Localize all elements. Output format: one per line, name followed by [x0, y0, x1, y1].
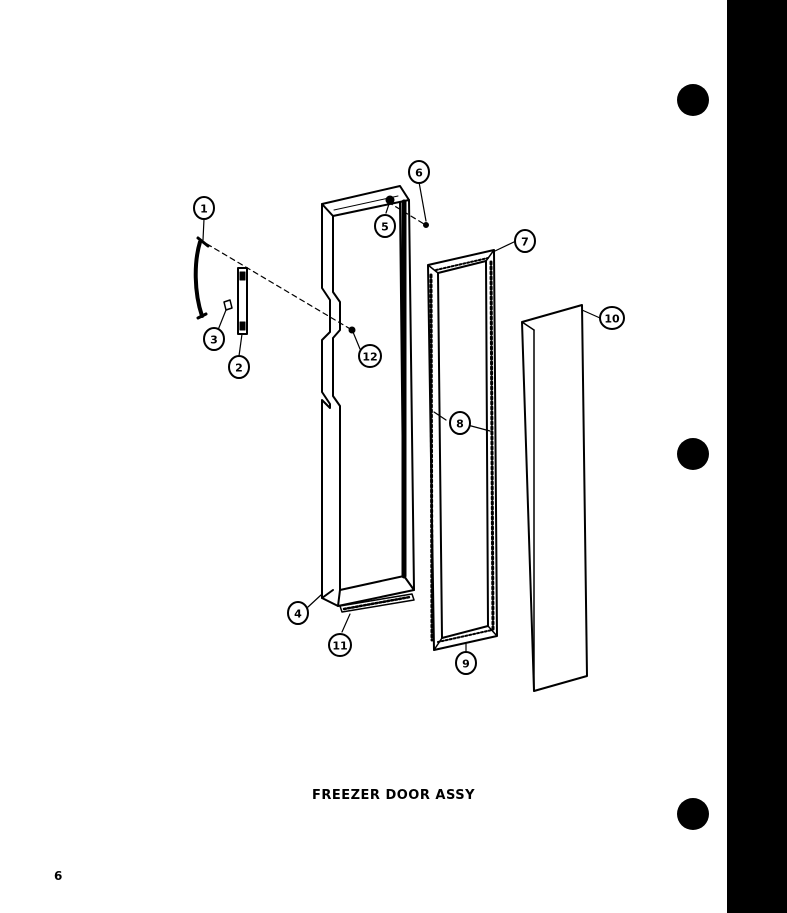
callout-9: 9 — [462, 658, 470, 671]
door-panel-part — [521, 304, 588, 692]
callout-12: 12 — [362, 351, 377, 364]
callout-5: 5 — [381, 221, 389, 234]
callout-1: 1 — [200, 203, 208, 216]
binding-edge — [727, 0, 787, 913]
callout-2: 2 — [235, 362, 243, 375]
callout-circles — [193, 160, 625, 675]
callout-11: 11 — [332, 640, 347, 653]
alignment-lines — [206, 201, 425, 331]
screw-part-12 — [348, 326, 356, 334]
callout-10: 10 — [604, 313, 620, 326]
handle-bracket-part — [237, 267, 248, 335]
door-frame-part — [321, 185, 415, 607]
door-gasket-part — [427, 249, 498, 651]
trim-strip-part — [339, 593, 415, 613]
callout-8: 8 — [456, 418, 464, 431]
callout-7: 7 — [521, 236, 529, 249]
page-number: 6 — [54, 869, 63, 883]
punch-hole-bottom — [677, 798, 709, 830]
figure-caption: FREEZER DOOR ASSY — [311, 788, 476, 803]
door-handle-part — [193, 236, 210, 320]
callout-4: 4 — [294, 608, 302, 621]
callout-3: 3 — [210, 334, 218, 347]
leader-lines — [202, 181, 601, 653]
punch-hole-top — [677, 84, 709, 116]
callout-6: 6 — [415, 167, 423, 180]
screw-part-6 — [423, 222, 429, 228]
punch-hole-middle — [677, 438, 709, 470]
clip-part — [223, 299, 233, 311]
